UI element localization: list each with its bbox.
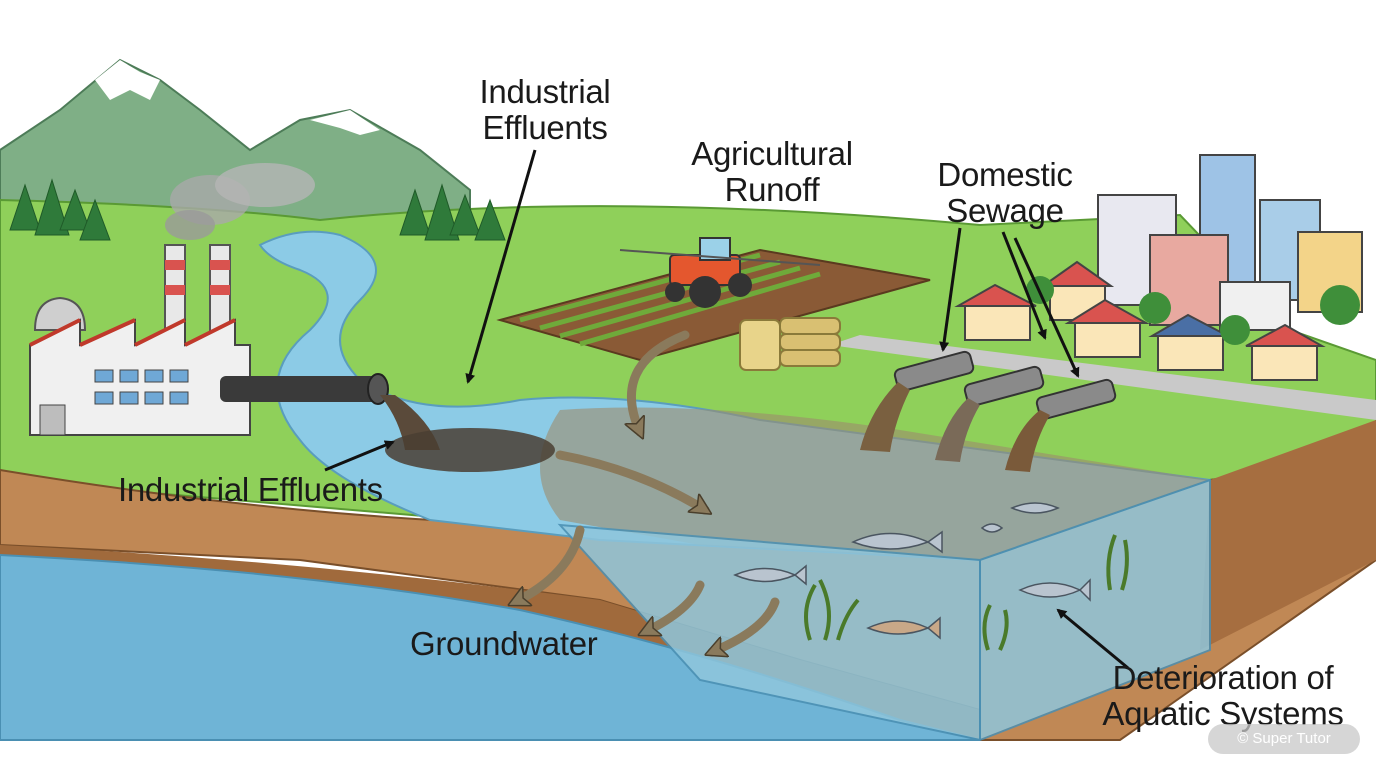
water-cross-section bbox=[557, 478, 1211, 742]
sewage-pipes bbox=[860, 350, 1117, 472]
fertilizer-bags bbox=[739, 317, 841, 371]
label-line: Effluents bbox=[482, 109, 608, 146]
groundwater-seepage-arrow-3 bbox=[712, 597, 780, 652]
label-line: Domestic bbox=[937, 156, 1073, 193]
industrial-top-label-arrow bbox=[465, 149, 537, 384]
label-line: Agricultural bbox=[691, 135, 853, 172]
label-agricultural-runoff: Agricultural Runoff bbox=[672, 136, 872, 208]
deterioration-label-arrow bbox=[1056, 608, 1129, 670]
label-line: Runoff bbox=[724, 171, 820, 208]
domestic-left-label-arrow bbox=[939, 227, 962, 352]
label-line: Sewage bbox=[946, 192, 1064, 229]
domestic-middle-label-arrow bbox=[1001, 231, 1047, 340]
label-deterioration-aquatic-systems: Deterioration of Aquatic Systems bbox=[1098, 660, 1348, 732]
river-flow-arrow bbox=[555, 450, 705, 510]
watermark-badge: © Super Tutor bbox=[1208, 724, 1360, 754]
pollution-flow-arrows bbox=[515, 330, 780, 652]
groundwater-seepage-arrow-2 bbox=[645, 580, 705, 637]
label-industrial-effluents-top: Industrial Effluents bbox=[455, 74, 635, 146]
runoff-flow-arrow bbox=[631, 330, 690, 432]
farm-field bbox=[496, 237, 931, 371]
factory bbox=[29, 163, 555, 472]
label-domestic-sewage: Domestic Sewage bbox=[915, 157, 1095, 229]
fish bbox=[733, 502, 1091, 640]
water-plants bbox=[804, 534, 1129, 651]
trees bbox=[9, 178, 506, 241]
label-industrial-effluents-left: Industrial Effluents bbox=[118, 471, 383, 508]
label-groundwater: Groundwater bbox=[410, 625, 598, 662]
houses bbox=[954, 260, 1326, 381]
river bbox=[258, 230, 1211, 562]
groundwater-seepage-arrow-1 bbox=[515, 525, 585, 607]
industrial-left-label-arrow bbox=[324, 440, 395, 472]
label-arrows bbox=[324, 149, 1129, 670]
tractor bbox=[619, 237, 821, 308]
label-line: Industrial bbox=[479, 73, 611, 110]
label-line: Deterioration of bbox=[1112, 659, 1334, 696]
town bbox=[860, 154, 1363, 472]
aquatic-life bbox=[733, 502, 1129, 651]
domestic-right-label-arrow bbox=[1013, 237, 1080, 378]
